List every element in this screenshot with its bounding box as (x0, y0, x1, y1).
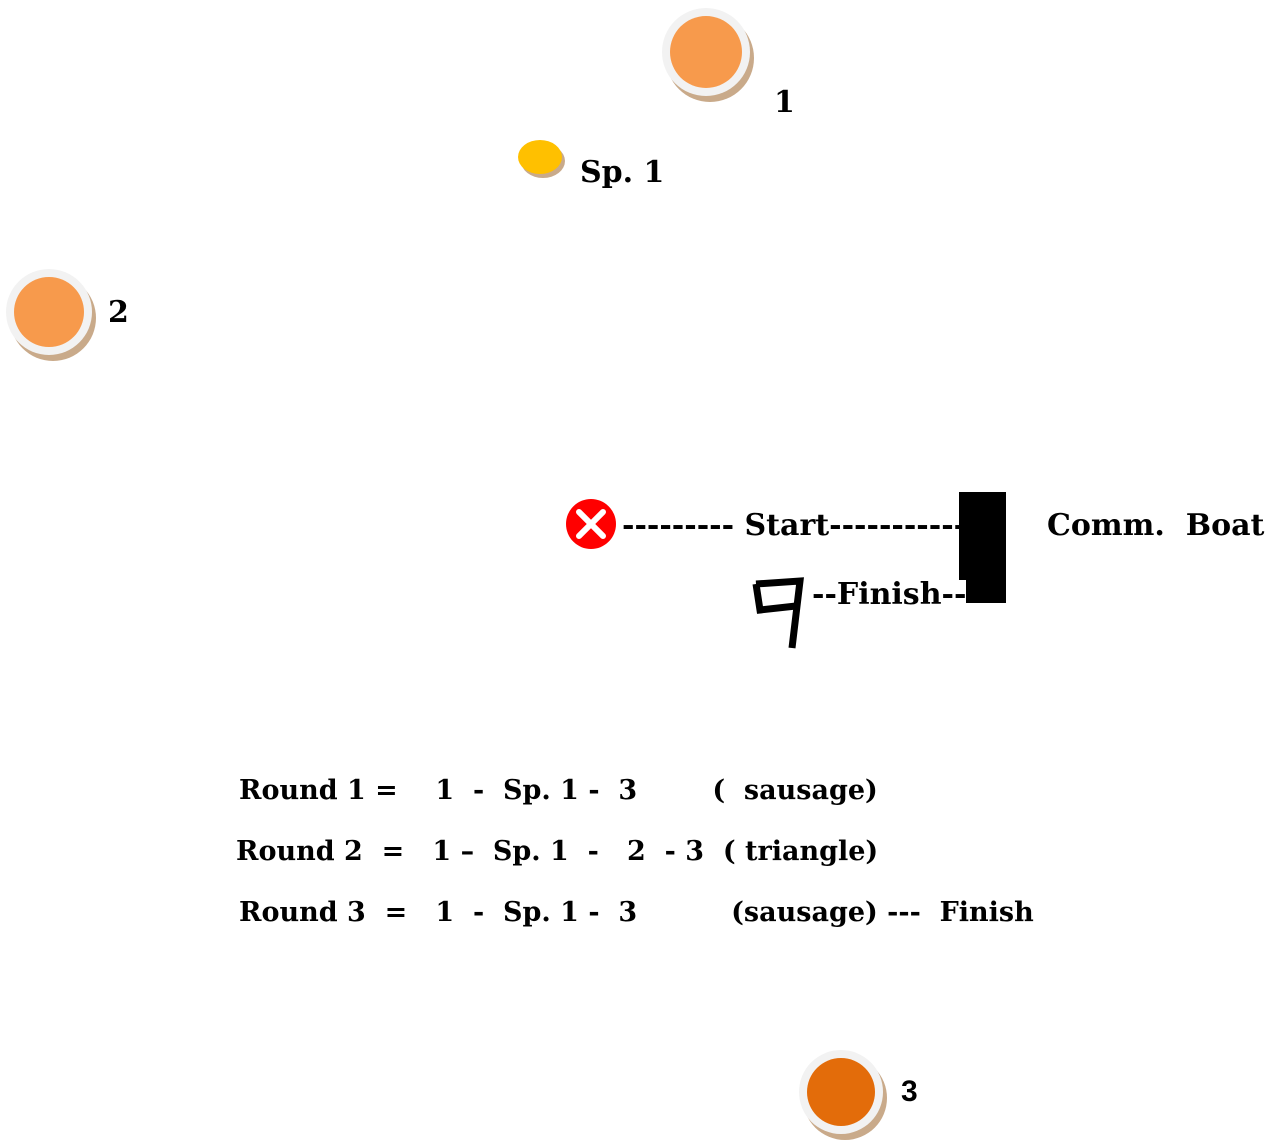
mark-2-buoy-icon (6, 269, 96, 361)
spreader-label: Sp. 1 (580, 155, 665, 190)
round-3-text: Round 3 = 1 - Sp. 1 - 3 (sausage) --- Fi… (239, 897, 1034, 928)
pin-end-x-icon (566, 499, 616, 549)
mark-3-label: 3 (901, 1075, 918, 1108)
start-dashes-right: ----------- (829, 508, 967, 543)
committee-boat-icon (959, 492, 1006, 603)
start-line: --------- Start----------- (622, 511, 966, 541)
finish-flag-icon (752, 577, 804, 649)
mark-1-label: 1 (774, 85, 795, 120)
mark-1-buoy-icon (662, 8, 754, 102)
mark-2-label: 2 (108, 295, 129, 330)
round-1-text: Round 1 = 1 - Sp. 1 - 3 ( sausage) (239, 775, 878, 806)
spreader-buoy-icon (518, 140, 565, 178)
mark-3-buoy-icon (799, 1050, 887, 1140)
start-label: Start (744, 508, 830, 543)
committee-boat-label: Comm. Boat (1047, 508, 1265, 543)
round-2-text: Round 2 = 1 – Sp. 1 - 2 - 3 ( triangle) (236, 836, 879, 867)
finish-line-label: --Finish-- (812, 577, 967, 612)
start-dashes-left: --------- (622, 508, 735, 543)
